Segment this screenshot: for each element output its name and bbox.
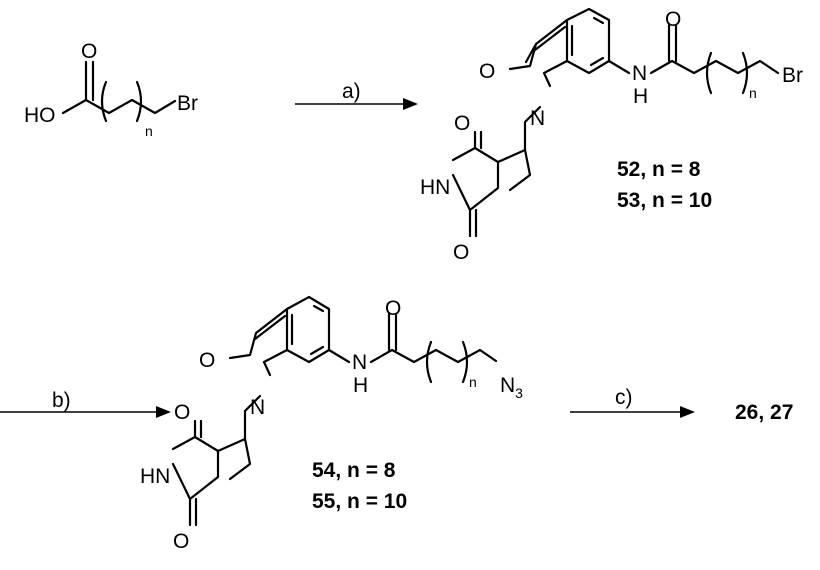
compound-label-54: 54, n = 8 — [312, 459, 396, 482]
glutarimide-oxygen-top-label: O — [454, 112, 470, 135]
lactam-ring — [228, 307, 289, 377]
glutarimide-oxygen-top-label: O — [174, 401, 190, 424]
hydroxyl-label: HO — [24, 104, 56, 127]
bromine-label: Br — [782, 64, 803, 87]
compound-label-55: 55, n = 10 — [312, 490, 407, 513]
repeat-bracket-right — [135, 80, 143, 123]
amide-oxygen-label: O — [665, 8, 681, 31]
glutarimide-oxygen-bottom-label: O — [173, 530, 189, 553]
reaction-arrow-b: b) — [0, 389, 171, 418]
carbonyl-oxygen-label: O — [81, 40, 97, 63]
step-b-label: b) — [52, 389, 71, 412]
lactam-oxygen-label: O — [479, 60, 495, 83]
amide-hydrogen-label: H — [353, 374, 368, 397]
ring-nitrogen-label: N — [530, 107, 545, 130]
amide-chain — [327, 312, 498, 364]
glutarimide-oxygen-bottom-label: O — [453, 241, 469, 264]
amide-nitrogen-label: N — [352, 351, 367, 374]
bromine-label: Br — [177, 92, 198, 115]
lactam-ring — [508, 18, 569, 88]
azide-label: N3 — [500, 374, 523, 401]
amide-chain — [607, 23, 780, 75]
reaction-arrow-c: c) — [570, 386, 695, 418]
compound-label-53: 53, n = 10 — [617, 189, 712, 212]
repeat-count-label: n — [469, 374, 477, 390]
amide-oxygen-label: O — [385, 297, 401, 320]
repeat-bracket-left — [100, 80, 108, 123]
bromide-intermediate-structure: O N N H O n Br O HN O 52, n = 8 53, n = … — [420, 7, 803, 264]
amide-hydrogen-label: H — [633, 85, 648, 108]
glutarimide-ring — [451, 130, 500, 238]
benzene-ring — [285, 295, 331, 364]
acid-bonds — [61, 60, 177, 115]
step-a-label: a) — [342, 80, 361, 103]
product-label: 26, 27 — [735, 401, 793, 424]
repeat-count-label: n — [749, 85, 757, 101]
glutarimide-hn-label: HN — [420, 176, 450, 199]
benzene-ring — [565, 7, 611, 75]
step-c-label: c) — [615, 386, 633, 409]
glutarimide-ring — [171, 419, 220, 527]
lactam-oxygen-label: O — [199, 349, 215, 372]
repeat-count-label: n — [145, 123, 153, 139]
glutarimide-hn-label: HN — [140, 465, 170, 488]
amide-nitrogen-label: N — [632, 62, 647, 85]
ring-nitrogen-label: N — [250, 396, 265, 419]
compound-label-52: 52, n = 8 — [617, 158, 701, 181]
reaction-arrow-a: a) — [295, 80, 418, 110]
starting-material-bromoacid: HO O n Br — [24, 40, 198, 139]
azide-intermediate-structure: O N N H O n N3 O HN O 54, n = 8 55, n = … — [140, 295, 523, 553]
